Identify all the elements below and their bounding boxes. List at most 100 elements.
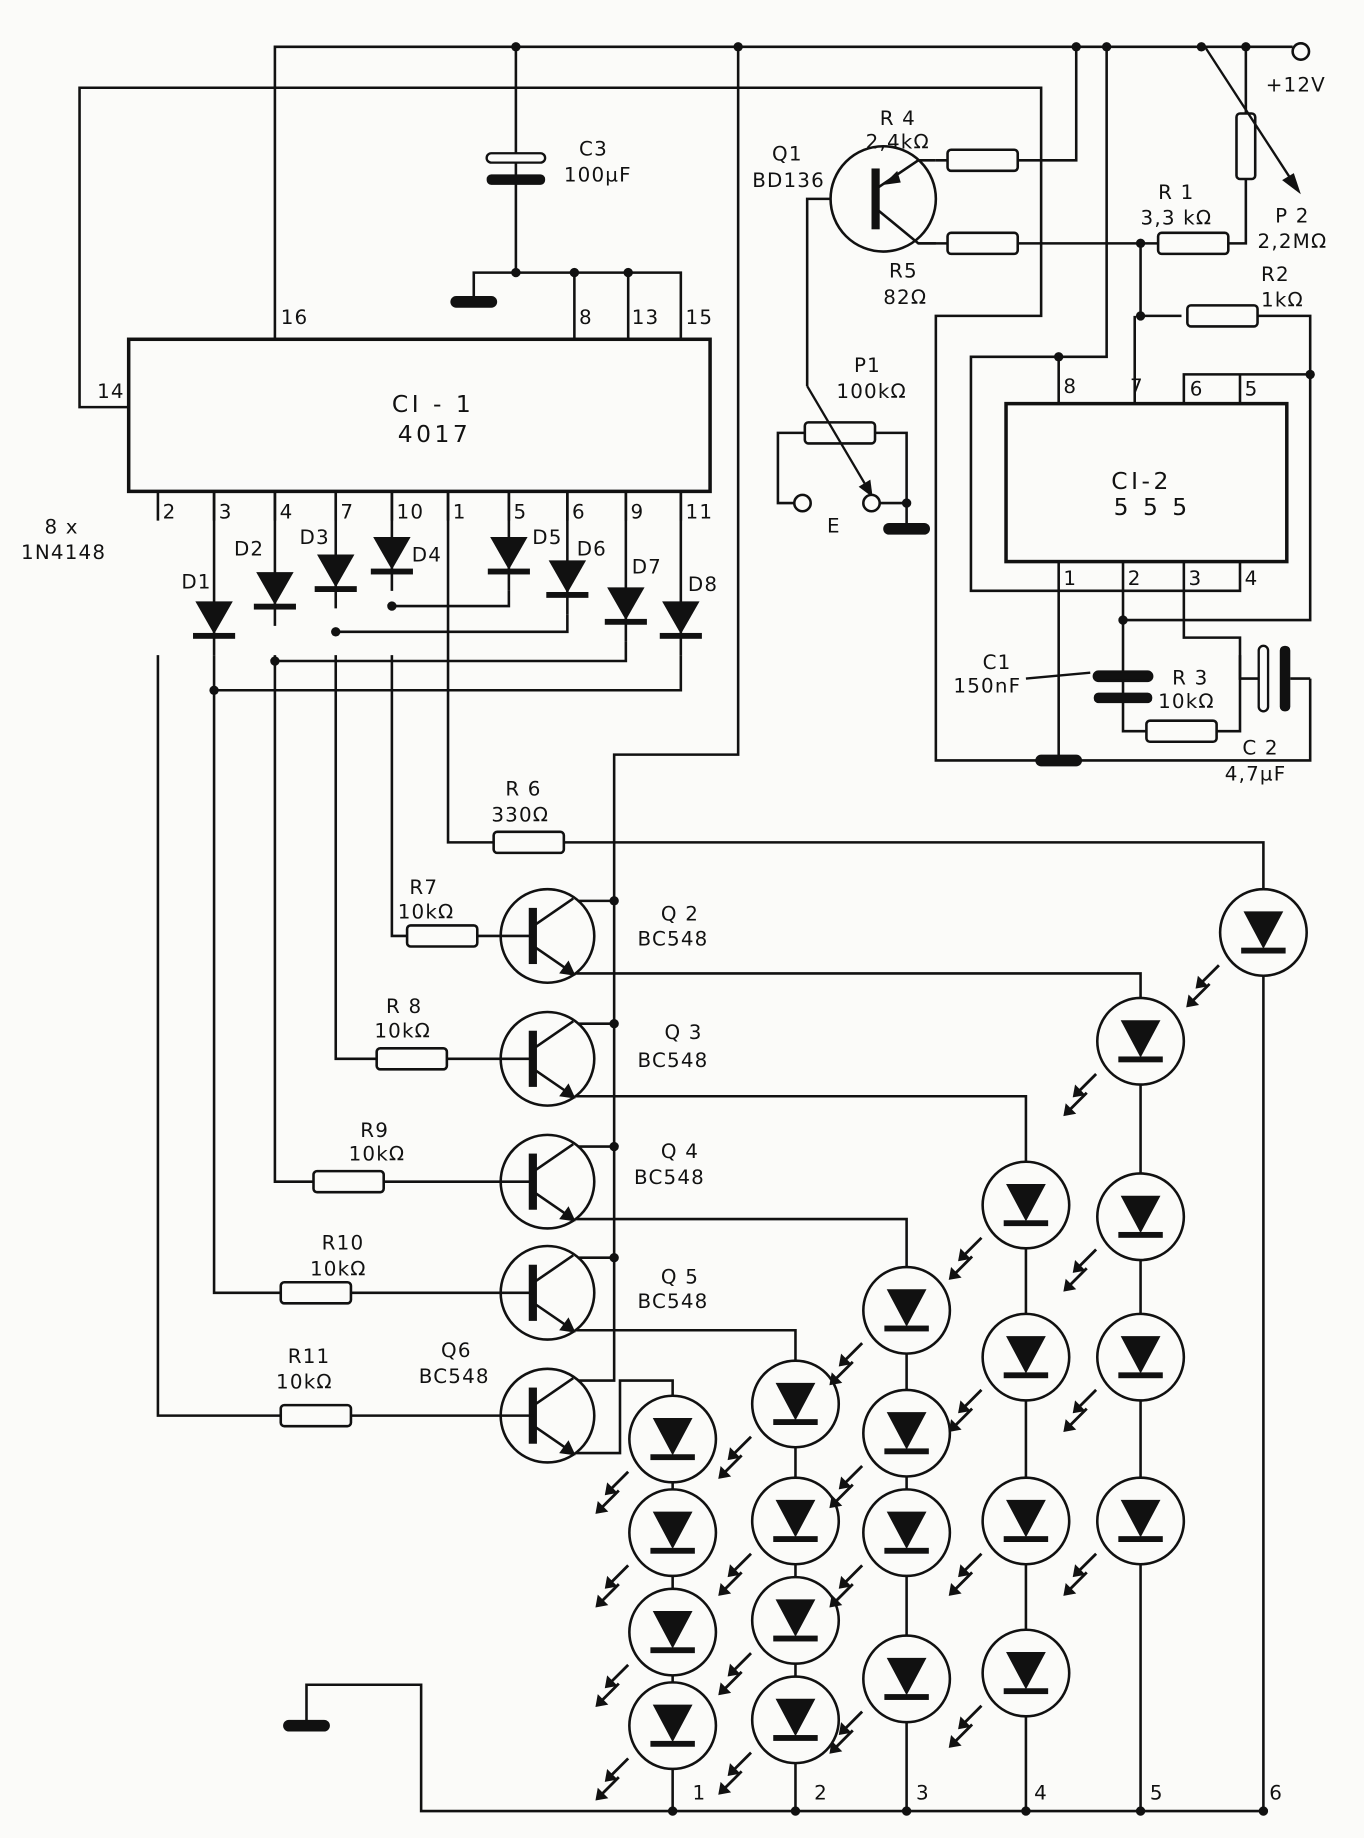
collector-lead [535,1143,574,1172]
resistor-body [312,1169,385,1194]
resistor-r5 [946,231,1020,256]
resistor-r11 [279,1403,353,1428]
light-arrow-head [718,1682,732,1696]
light-arrow-head [1063,1103,1077,1117]
led-bar [650,1454,695,1461]
ic2-body [1004,401,1289,564]
led-triangle [652,1611,693,1649]
light-arrow-head [595,1594,609,1608]
collector-lead [535,1377,574,1406]
ic2-pin-7: 7 [1130,375,1144,398]
led-bar [1118,1231,1163,1238]
components [193,42,1311,1801]
r5-value: 82Ω [883,286,927,309]
ic2-pin-6: 6 [1190,377,1204,400]
light-arrow-icon [961,1236,983,1258]
junction-dot [609,1019,619,1029]
r6-ref: R 6 [505,778,541,801]
light-arrow-head [718,1582,732,1596]
diode-d3 [314,554,357,592]
ic2-pin-4: 4 [1245,567,1259,590]
diode-count: 8 x [44,515,78,538]
ic1-pin-16: 16 [281,306,309,329]
wire [156,655,501,1417]
q2-value: BC548 [638,927,709,950]
ic1-pin-5: 5 [514,500,528,523]
led-bar [1118,1536,1163,1543]
led-col5-1 [1063,996,1186,1117]
c3-value: 100µF [564,163,632,186]
diode-bar [253,603,296,610]
led-triangle [886,1412,927,1450]
light-arrow-icon [1189,982,1211,1004]
resistor-body [279,1403,353,1428]
resistor-body [1235,112,1257,181]
transistor-q4 [499,1133,596,1230]
light-arrow-icon [608,1757,630,1779]
diode-bar [604,618,647,625]
led-col5-4 [1063,1476,1186,1596]
ic1-pin-2: 2 [163,500,177,523]
r3-value: 10kΩ [1158,690,1215,713]
light-arrow-head [718,1781,732,1795]
light-arrow-icon [608,1564,630,1586]
light-arrow-icon [961,1704,983,1726]
light-arrow-head [1072,1260,1086,1273]
junction-dot [609,896,619,906]
collector-lead [535,897,574,926]
p1-value: 100kΩ [836,380,906,403]
r4-ref: R 4 [880,107,916,130]
emitter-arrow [559,960,576,976]
r8-value: 10kΩ [374,1020,431,1043]
light-arrow-icon [952,1571,974,1593]
supply-terminal [1291,42,1311,61]
p2-ref: P 2 [1275,204,1309,227]
diode-d6 [546,560,589,598]
led-col4-2 [948,1312,1071,1433]
diode-bar [487,568,530,575]
d6-label: D6 [577,538,607,561]
led-col1-3 [595,1587,718,1707]
q5-value: BC548 [638,1290,709,1313]
light-arrow-head [948,1582,962,1596]
light-arrow-icon [1067,1571,1088,1593]
wiper-arrow-head [1282,173,1301,195]
diode-d8 [659,601,702,639]
led-bar [1118,1056,1163,1063]
light-arrow-head [718,1465,732,1479]
led-col6-1 [1186,887,1308,1008]
ic2-pin-8: 8 [1063,375,1077,398]
led-triangle [652,1417,693,1456]
led-column-4: 4 [1034,1781,1048,1804]
light-arrow-head [838,1722,852,1736]
potentiometer-wiper-arrow [806,385,870,490]
led-bar [773,1635,818,1642]
r1-ref: R 1 [1158,181,1194,204]
light-arrow-head [727,1447,741,1461]
ic2-pin-1: 1 [1063,567,1077,590]
led-triangle [775,1382,816,1421]
led-triangle [1120,1336,1161,1374]
light-arrow-head [958,1248,971,1262]
resistor-r6 [492,830,566,855]
light-arrow-head [727,1564,741,1578]
supply-label: +12V [1266,73,1326,96]
junction-dot [1196,42,1207,52]
resistor-body [946,231,1020,256]
c1-value: 150nF [953,675,1021,698]
ic1-pin-3: 3 [219,500,233,523]
light-arrow-head [604,1768,618,1782]
r3-ref: R 3 [1172,666,1208,689]
light-arrow-icon [608,1663,630,1685]
ground-icon [450,295,498,308]
electrode-terminal [862,493,881,513]
junction-dot [331,627,341,637]
diode-triangle [195,601,233,635]
q1-ref: Q1 [772,142,803,165]
led-triangle [886,1511,927,1550]
diode-triangle [256,572,294,605]
resistor-r8 [375,1046,449,1071]
diode-triangle [548,560,587,594]
ic1-pin-6: 6 [572,500,586,523]
